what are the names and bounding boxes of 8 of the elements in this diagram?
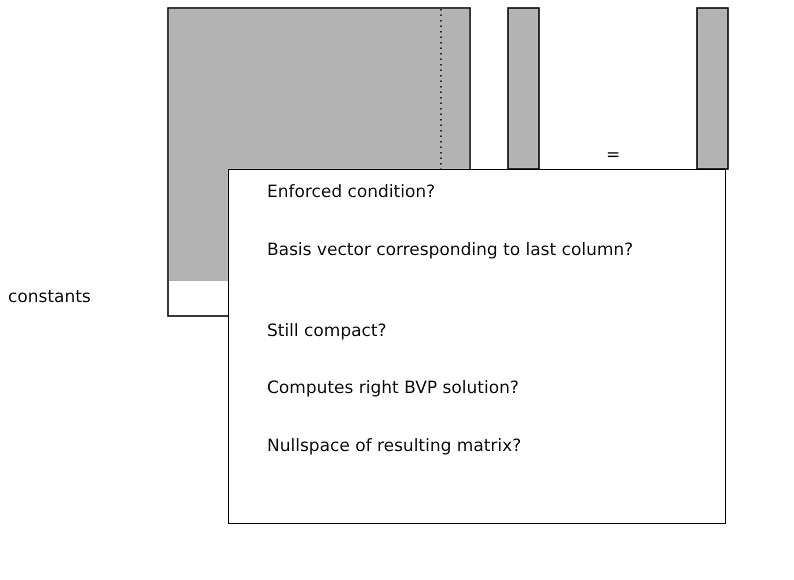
question-text: Computes right BVP solution? xyxy=(267,377,520,400)
question-text: Enforced condition? xyxy=(267,181,436,204)
question-text: Still compact? xyxy=(267,320,388,343)
question-text: Nullspace of resulting matrix? xyxy=(267,435,522,458)
question-text: Basis vector corresponding to last column? xyxy=(267,239,634,262)
side-label: constants xyxy=(8,287,91,307)
equals-sign: = xyxy=(606,145,620,165)
question-panel xyxy=(228,169,726,524)
